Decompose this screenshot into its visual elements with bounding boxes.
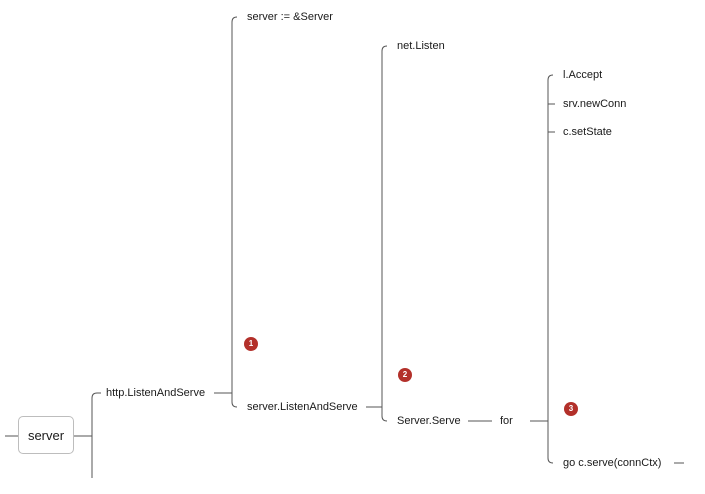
node-net-listen[interactable]: net.Listen	[397, 40, 445, 52]
node-for-loop[interactable]: for	[500, 415, 513, 427]
node-c-set-state[interactable]: c.setState	[563, 126, 612, 138]
root-node-server[interactable]: server	[18, 416, 74, 454]
node-http-listen-and-serve[interactable]: http.ListenAndServe	[106, 387, 206, 399]
node-server-assign[interactable]: server := &Server	[247, 11, 333, 23]
node-l-accept[interactable]: l.Accept	[563, 69, 603, 81]
marker-badge-3: 3	[564, 402, 578, 416]
marker-badge-2: 2	[398, 368, 412, 382]
node-go-c-serve[interactable]: go c.serve(connCtx)	[563, 457, 662, 469]
node-server-serve[interactable]: Server.Serve	[397, 415, 461, 427]
node-server-listen-and-serve[interactable]: server.ListenAndServe	[247, 401, 358, 413]
node-srv-new-conn[interactable]: srv.newConn	[563, 98, 627, 110]
root-node-label: server	[27, 427, 65, 443]
marker-badge-1: 1	[244, 337, 258, 351]
